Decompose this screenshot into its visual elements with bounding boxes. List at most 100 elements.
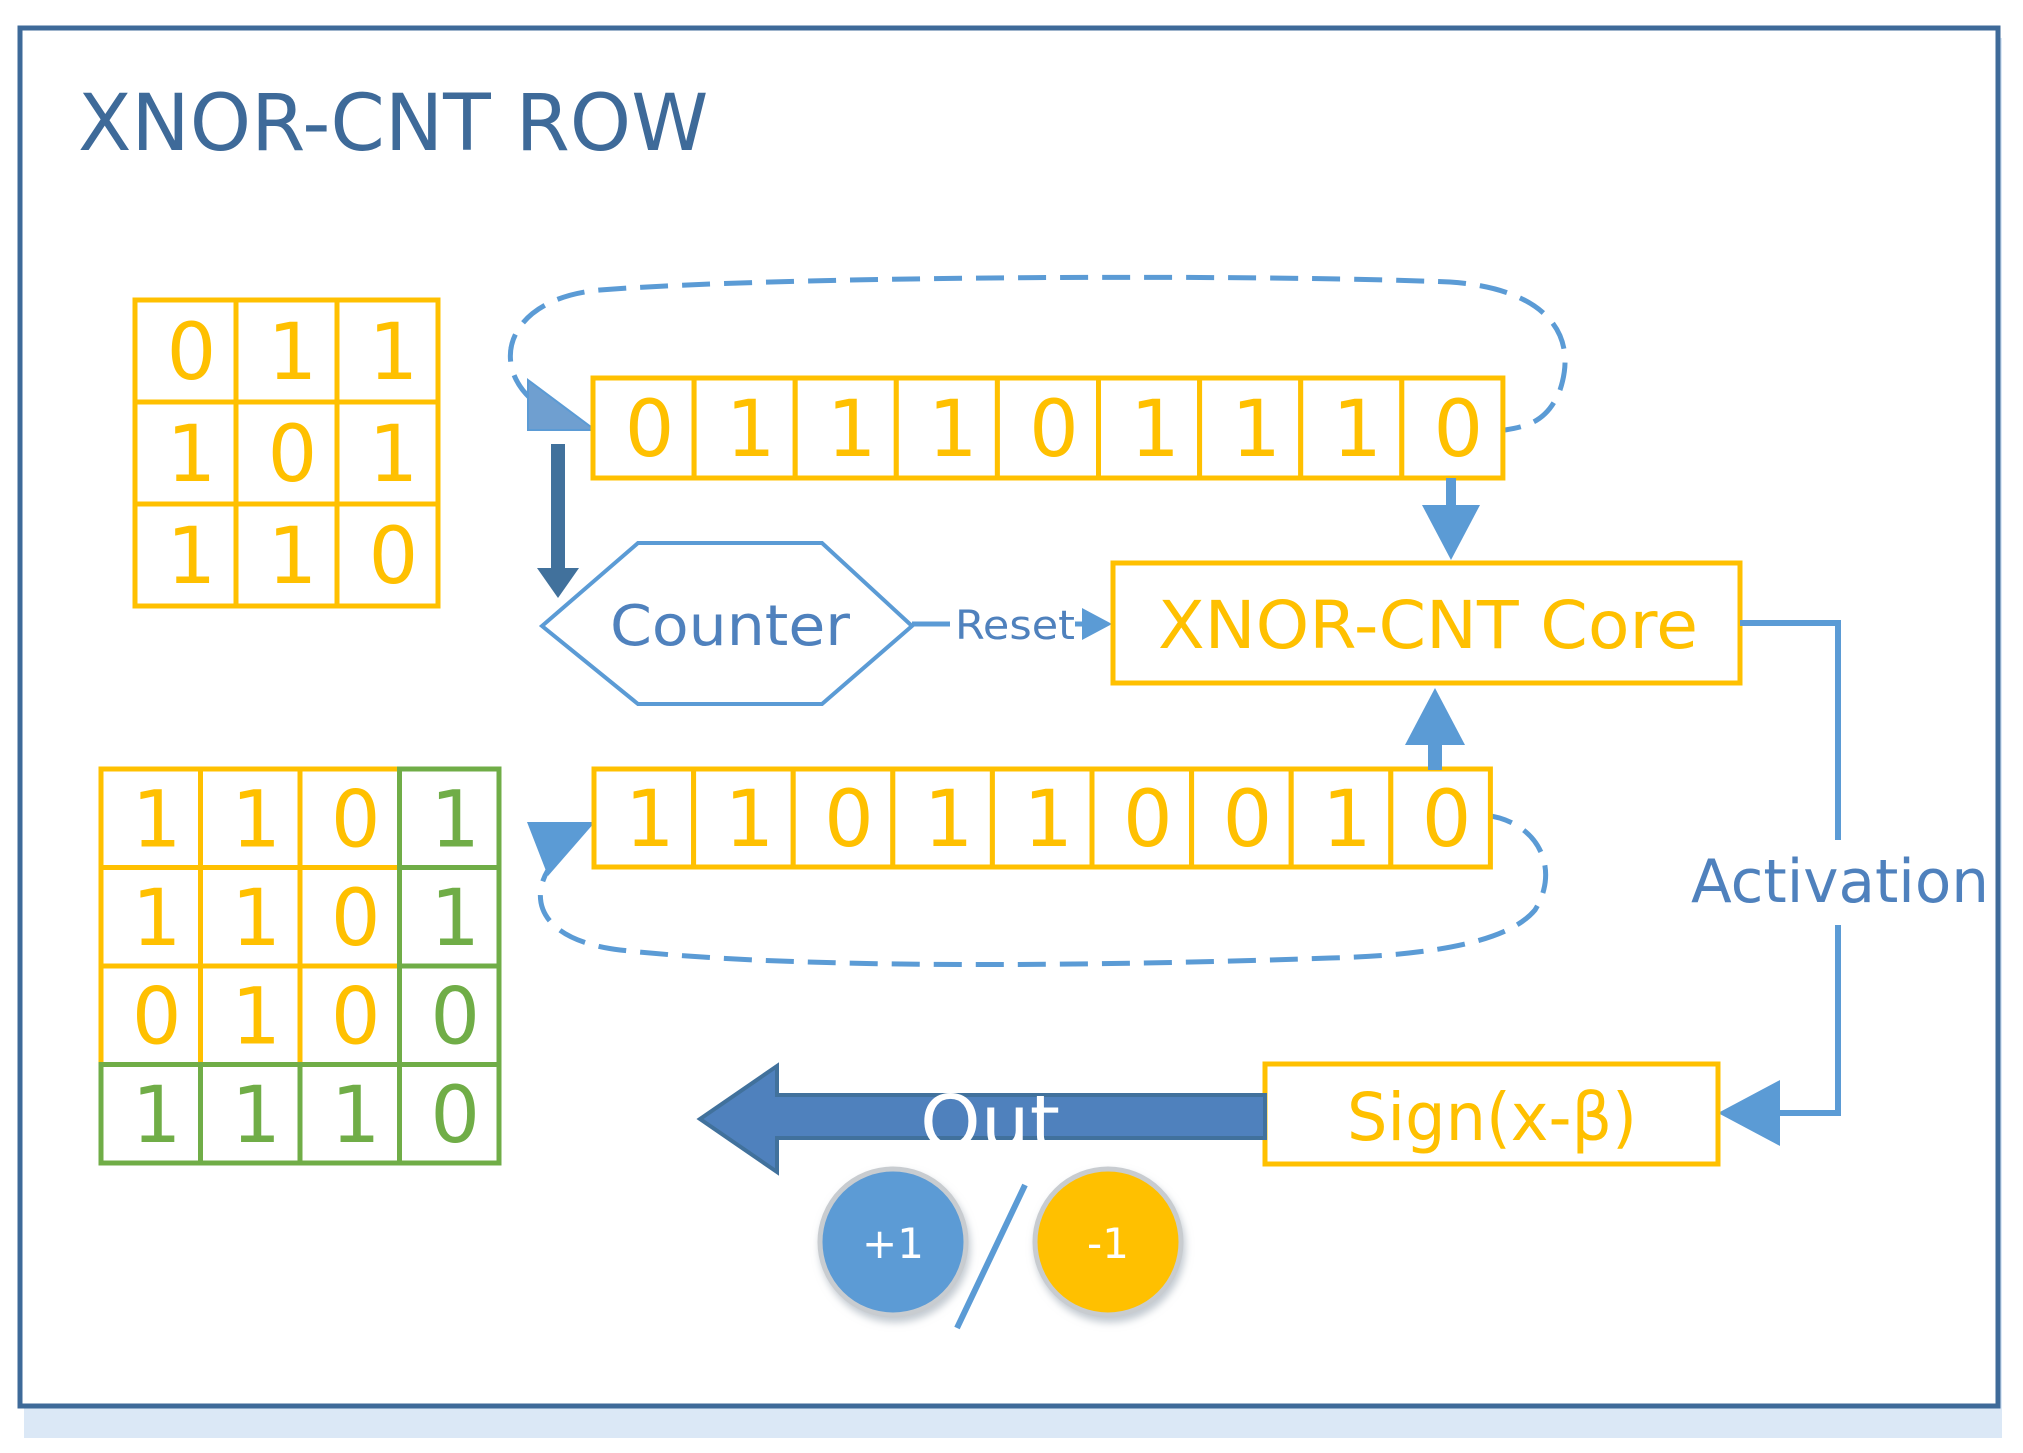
matrix4-cell: 0 — [430, 972, 480, 1062]
bottom-loop-arrowhead-icon — [527, 822, 595, 876]
matrix4-cell-box — [397, 963, 502, 1067]
matrix4-cell: 0 — [331, 874, 381, 964]
matrix4-cell: 0 — [331, 775, 381, 865]
activation-label: Activation — [1691, 847, 1989, 917]
bottom-vector-bit-box — [691, 766, 796, 870]
bottom-vector-bit: 1 — [924, 775, 974, 865]
matrix3-cell: 1 — [268, 512, 318, 602]
sign-label: Sign(x-β) — [1347, 1079, 1637, 1156]
top-vector-bit: 1 — [827, 385, 877, 475]
matrix3-cell: 1 — [167, 410, 217, 500]
bottom-to-core-arrowhead-icon — [1405, 688, 1465, 745]
matrix3-cell-box — [334, 297, 441, 405]
top-vector-bit-box — [792, 375, 899, 481]
bottom-vector-bit: 0 — [1223, 775, 1273, 865]
matrix3-cell: 1 — [369, 308, 419, 398]
top-vector-bit: 0 — [1029, 385, 1079, 475]
outer-frame — [17, 25, 2001, 1409]
top-shift-loop — [507, 274, 1568, 433]
top-vector-bit-box — [691, 375, 798, 481]
matrix4-cell: 1 — [132, 775, 182, 865]
matrix4-cell: 1 — [430, 874, 480, 964]
sign-block — [1262, 1061, 1721, 1167]
xnor-cnt-core-block — [1110, 560, 1743, 686]
matrix3-cell: 0 — [167, 308, 217, 398]
matrix3-cell-box — [334, 501, 441, 609]
matrix3-cell: 0 — [268, 410, 318, 500]
matrix3-cell: 0 — [369, 512, 419, 602]
top-vector-bit-box — [1197, 375, 1304, 481]
matrix4-cell: 1 — [132, 1071, 182, 1161]
bottom-shift-loop — [538, 812, 1549, 968]
bottom-to-core-shaft — [1428, 740, 1442, 770]
counter-input-arrowhead-icon — [537, 568, 579, 598]
core-label: XNOR-CNT Core — [1158, 587, 1698, 664]
counter-input-shaft — [551, 444, 565, 570]
bottom-vector-bit-box — [890, 766, 995, 870]
matrix4-cell-box — [397, 865, 502, 969]
top-vector-bit-box — [1399, 375, 1506, 481]
reset-arrowhead-icon — [1082, 608, 1112, 640]
activation-arrowhead-icon — [1718, 1080, 1780, 1146]
matrix3-cell-box — [233, 501, 340, 609]
diagram-title: XNOR-CNT ROW — [78, 79, 708, 169]
top-to-core-arrowhead-icon — [1422, 505, 1480, 560]
matrix3-cell-box — [233, 297, 340, 405]
plus-one-circle — [817, 1166, 969, 1318]
bottom-vector-bit: 0 — [824, 775, 874, 865]
bottom-vector-bit: 1 — [1322, 775, 1372, 865]
matrix4-cell: 0 — [132, 972, 182, 1062]
top-to-core-shaft — [1446, 478, 1456, 510]
matrix4-cell: 1 — [231, 1071, 281, 1161]
activation-path-lower — [1758, 925, 1841, 1116]
activation-path — [1740, 620, 1841, 840]
bottom-vector-bit: 1 — [625, 775, 675, 865]
matrix3-cell-box — [233, 399, 340, 507]
matrix4-cell: 0 — [430, 1071, 480, 1161]
top-vector-bit: 1 — [1231, 385, 1281, 475]
counter-label: Counter — [610, 594, 851, 659]
top-vector-bit: 1 — [1130, 385, 1180, 475]
top-loop-arrowhead-icon — [527, 378, 599, 431]
matrix4-cell-box — [198, 766, 303, 870]
matrix3-cell: 1 — [268, 308, 318, 398]
bottom-vector-bit: 1 — [725, 775, 775, 865]
top-vector-bit-box — [994, 375, 1102, 481]
matrix4-cell: 0 — [331, 972, 381, 1062]
top-vector-bit: 1 — [726, 385, 776, 475]
out-label: Out — [920, 1080, 1060, 1166]
out-arrow-icon — [696, 1062, 1267, 1176]
reset-label: Reset — [955, 603, 1075, 649]
minus-one-circle — [1032, 1166, 1184, 1318]
bottom-vector-bit-box — [1288, 766, 1394, 870]
bottom-vector-bit: 0 — [1123, 775, 1173, 865]
matrix3-cell: 1 — [167, 512, 217, 602]
bottom-vector-bit-box — [1388, 766, 1493, 870]
matrix4-cell: 1 — [132, 874, 182, 964]
matrix4-cell: 1 — [231, 972, 281, 1062]
top-vector-bit: 0 — [1434, 385, 1484, 475]
top-vector-bit: 1 — [1332, 385, 1382, 475]
bottom-vector-bit: 0 — [1422, 775, 1472, 865]
matrix3-cell: 1 — [369, 410, 419, 500]
minus-one-label: -1 — [1087, 1219, 1129, 1268]
bottom-vector-bit-box — [790, 766, 896, 870]
matrix4-cell-box — [297, 963, 402, 1067]
matrix4-cell: 1 — [231, 874, 281, 964]
divider-slash — [954, 1183, 1028, 1330]
top-vector-bit-box — [1096, 375, 1203, 481]
top-vector-bit: 0 — [625, 385, 675, 475]
top-vector-bit: 1 — [928, 385, 978, 475]
top-vector-bit-box — [1298, 375, 1405, 481]
matrix4-cell: 1 — [331, 1071, 381, 1161]
matrix4-cell: 1 — [430, 775, 480, 865]
bottom-vector-bit: 1 — [1023, 775, 1073, 865]
matrix4-cell-box — [397, 1062, 502, 1166]
plus-one-label: +1 — [862, 1219, 924, 1268]
matrix4-cell-box — [98, 766, 203, 870]
